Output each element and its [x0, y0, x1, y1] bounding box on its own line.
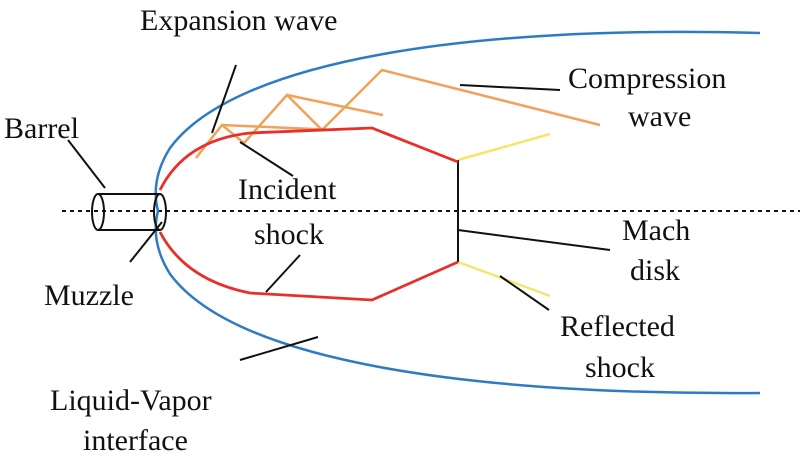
barrel-label: Barrel	[4, 112, 79, 145]
reflected-shock-label-line1: Reflected	[560, 310, 675, 343]
barrel-shape	[91, 193, 167, 231]
liquid-vapor-interface-label-line1: Liquid-Vapor	[50, 384, 212, 417]
incident-shock-label-line2: shock	[254, 218, 324, 251]
expansion-wave-label: Expansion wave	[140, 4, 337, 37]
mach-disk-label-line1: Mach	[622, 214, 690, 247]
incident-shock-label-line1: Incident	[238, 173, 337, 206]
expansion-compression-waves	[195, 68, 601, 159]
liquid-vapor-interface-label-line2: interface	[83, 424, 188, 457]
reflected-shock-lines	[457, 132, 551, 298]
leader-lines	[67, 64, 611, 361]
mach-disk-label-line2: disk	[630, 254, 680, 287]
incident-shock-line	[158, 126, 459, 302]
compression-wave-label-line1: Compression	[568, 62, 726, 95]
reflected-shock-label-line2: shock	[585, 351, 655, 384]
compression-wave-label-line2: wave	[628, 100, 691, 133]
muzzle-label: Muzzle	[44, 279, 134, 312]
liquid-vapor-interface-line	[154, 30, 761, 395]
